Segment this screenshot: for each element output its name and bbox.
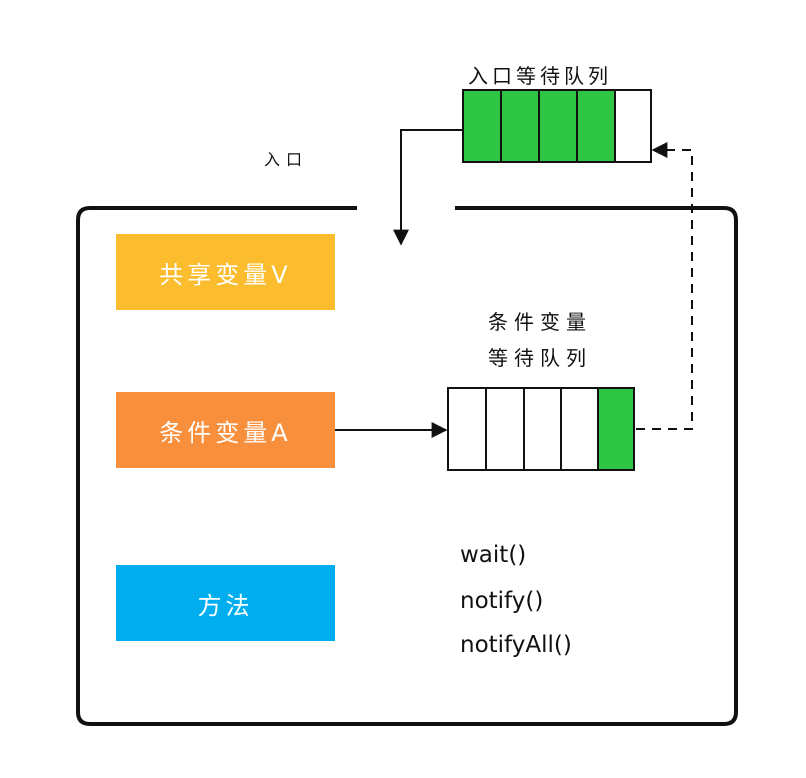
condition-queue-slot — [560, 387, 599, 471]
condition-queue-title-line1: 条件变量 — [488, 310, 592, 334]
condition-queue-slot — [447, 387, 487, 471]
methods-box: 方法 — [116, 565, 335, 641]
entry-queue-slot — [614, 89, 652, 163]
method-wait: wait() — [460, 542, 527, 568]
condition-queue-title: 条件变量 等待队列 — [470, 304, 610, 376]
notify-dashed-arrow — [636, 142, 693, 430]
entry-queue-slot — [576, 89, 616, 163]
entry-queue-slot — [462, 89, 502, 163]
condition-variable-box: 条件变量A — [116, 392, 335, 468]
entry-queue-title: 入口等待队列 — [468, 64, 612, 88]
condition-queue — [447, 387, 635, 471]
entry-queue — [462, 89, 652, 163]
method-notify: notify() — [460, 588, 544, 614]
shared-variable-box: 共享变量V — [116, 234, 335, 310]
condition-queue-slot — [597, 387, 635, 471]
condition-queue-slot — [485, 387, 525, 471]
entry-label: 入口 — [264, 150, 309, 169]
method-notify-all: notifyAll() — [460, 632, 572, 658]
condition-queue-slot — [523, 387, 562, 471]
entry-queue-slot — [500, 89, 540, 163]
condition-queue-title-line2: 等待队列 — [488, 346, 592, 370]
entry-queue-slot — [538, 89, 578, 163]
monitor-outline — [76, 206, 738, 726]
entry-arrow — [393, 129, 463, 246]
